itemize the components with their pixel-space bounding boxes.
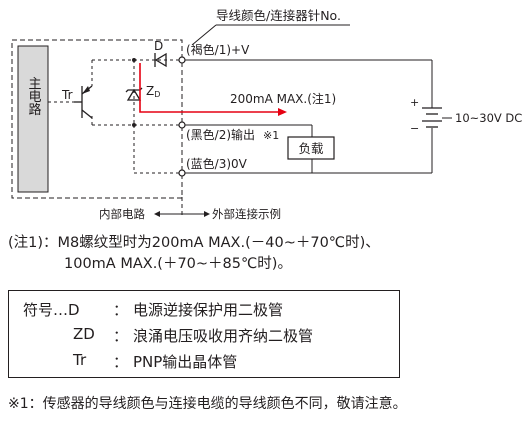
legend-separator: ： xyxy=(113,353,129,371)
load-label: 负载 xyxy=(298,141,324,156)
diode-d-symbol xyxy=(154,52,167,68)
legend-symbol: 符号…D xyxy=(23,301,80,319)
legend-description: PNP输出晶体管 xyxy=(133,353,238,371)
wiring-diagram: 导线颜色/连接器针No. 主电路 Tr D ZD xyxy=(11,8,522,221)
footnote: ※1：传感器的导线颜色与连接电缆的导线颜色不同，敬请注意。 xyxy=(8,396,407,412)
legend-description: 电源逆接保护用二极管 xyxy=(133,301,284,319)
diode-d-label: D xyxy=(154,39,163,53)
blue-wire-label: (蓝色/3)0V xyxy=(186,157,248,171)
symbol-legend-box: 符号…D ： 电源逆接保护用二极管 ZD ： 浪涌电压吸收用齐纳二极管 Tr ：… xyxy=(8,290,400,378)
internal-circuit-label: 内部电路 xyxy=(99,207,145,221)
transistor-tr-label: Tr xyxy=(61,88,73,102)
internal-wiring xyxy=(48,59,182,174)
legend-description: 浪涌电压吸收用齐纳二极管 xyxy=(133,327,314,345)
legend-separator: ： xyxy=(113,327,129,345)
note1-line2: 100mA MAX.(＋70~＋85℃时)。 xyxy=(64,254,292,274)
legend-separator: ： xyxy=(113,301,129,319)
brown-wire-label: (褐色/1)+V xyxy=(186,42,250,57)
supply-minus-sign: − xyxy=(410,122,419,135)
legend-symbol: ZD xyxy=(73,325,95,343)
header-label: 导线颜色/连接器针No. xyxy=(216,8,341,23)
supply-voltage-label: 10~30V DC xyxy=(455,111,522,125)
note1-text-line2: 100mA MAX.(＋70~＋85℃时)。 xyxy=(64,256,292,272)
load-box xyxy=(287,136,335,160)
note1-line1: (注1)：M8螺纹型时为200mA MAX.(－40~＋70℃时)、 xyxy=(8,233,380,253)
supply-plus-sign: + xyxy=(410,96,419,109)
zener-diode-symbol xyxy=(125,87,143,101)
header-leader xyxy=(191,24,217,46)
note1-prefix: (注1)： xyxy=(8,235,58,251)
internal-circuit-boundary xyxy=(11,39,183,199)
dc-supply-symbol xyxy=(422,107,442,128)
external-wiring xyxy=(185,59,433,174)
black-wire-label: (黑色/2)输出※1 xyxy=(186,127,279,142)
current-flow-arrow xyxy=(139,63,287,116)
legend-symbol: Tr xyxy=(73,351,87,369)
main-circuit-panel xyxy=(17,45,49,193)
current-rating-label: 200mA MAX.(注1) xyxy=(230,91,336,106)
zener-diode-label: ZD xyxy=(146,84,160,99)
note1-text-line1: M8螺纹型时为200mA MAX.(－40~＋70℃时)、 xyxy=(57,235,380,251)
internal-external-arrow xyxy=(154,211,210,217)
main-circuit-label: 主电路 xyxy=(26,77,42,116)
junction-dot xyxy=(132,123,136,127)
transistor-tr-symbol xyxy=(74,85,93,119)
external-connection-label: 外部连接示例 xyxy=(212,207,281,221)
junction-dot xyxy=(132,58,136,62)
